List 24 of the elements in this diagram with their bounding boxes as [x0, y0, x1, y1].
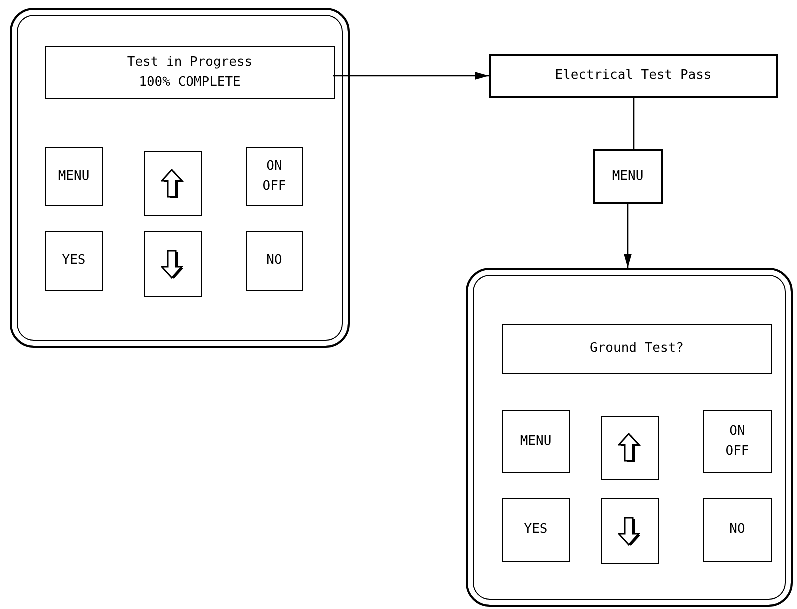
keypad-key: MENU [502, 410, 570, 473]
control-panel [466, 268, 793, 607]
display-text: Ground Test? [590, 340, 684, 358]
display-screen [502, 324, 772, 374]
keypad-key: YES [45, 231, 103, 291]
display-screen [45, 46, 335, 99]
arrow [333, 72, 489, 80]
keypad-key [144, 151, 202, 216]
keypad-key [601, 416, 659, 480]
keypad-key [144, 231, 202, 297]
display-text: Test in Progress [127, 54, 253, 72]
keypad-key [601, 498, 659, 564]
display-text: 100% COMPLETE [139, 74, 241, 92]
connector-line [633, 98, 635, 149]
key-step-box: MENU [593, 149, 663, 204]
keypad-key: NO [246, 231, 303, 291]
arrow [624, 204, 632, 268]
keypad-key: MENU [45, 147, 103, 206]
keypad-key: YES [502, 498, 570, 562]
keypad-key: ON OFF [246, 147, 303, 206]
control-panel [10, 8, 350, 348]
keypad-key: ON OFF [703, 410, 772, 473]
status-box: Electrical Test Pass [489, 54, 778, 98]
keypad-key: NO [703, 498, 772, 562]
